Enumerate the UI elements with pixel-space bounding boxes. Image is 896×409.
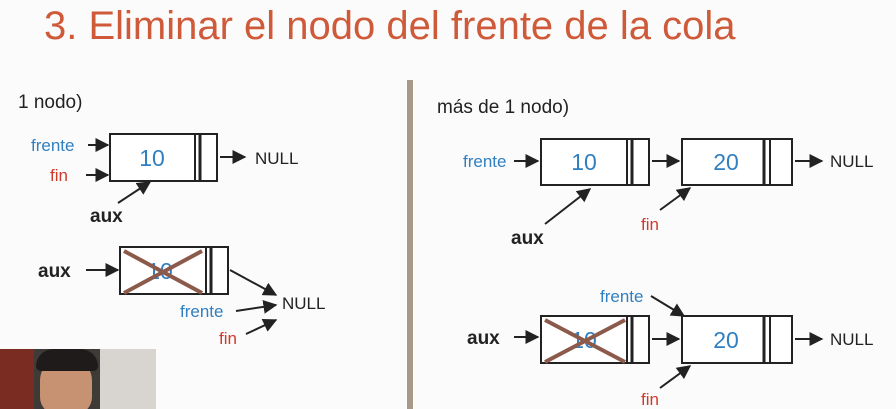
left-after-next-arrow — [229, 269, 278, 296]
left-before-aux-arrow — [117, 181, 152, 204]
left-after-frente-label: frente — [180, 302, 223, 321]
left-before-aux-label: aux — [90, 206, 123, 227]
right-after-node2-value: 20 — [713, 327, 739, 353]
right-before-null: NULL — [830, 152, 873, 171]
left-after-fin-arrow — [245, 318, 278, 335]
right-after-aux-label: aux — [467, 328, 500, 349]
right-before-node2-value: 20 — [713, 149, 739, 175]
right-before-fin-arrow — [659, 187, 692, 211]
left-before-node-next-field — [194, 133, 218, 182]
left-before-frente-label: frente — [31, 136, 74, 155]
left-after-cross-b — [123, 249, 203, 295]
right-before-node1-value: 10 — [571, 149, 597, 175]
right-heading: más de 1 nodo) — [437, 97, 569, 118]
left-before-null: NULL — [255, 149, 298, 168]
left-after-aux-label: aux — [38, 261, 71, 282]
left-after-fin-label: fin — [219, 329, 237, 348]
right-after-null: NULL — [830, 330, 873, 349]
right-before-aux-arrow — [544, 188, 592, 225]
left-after-null: NULL — [282, 294, 325, 313]
left-heading: 1 nodo) — [18, 92, 82, 113]
slide-title: 3. Eliminar el nodo del frente de la col… — [44, 4, 736, 48]
right-after-frente-arrow — [650, 295, 686, 317]
webcam-overlay — [0, 349, 156, 409]
right-after-cross-b — [544, 318, 626, 364]
right-before-frente-label: frente — [463, 152, 506, 171]
right-before-aux-label: aux — [511, 228, 544, 249]
right-after-fin-arrow — [659, 365, 692, 389]
right-before-fin-label: fin — [641, 215, 659, 234]
left-before-fin-label: fin — [50, 166, 68, 185]
panel-divider — [407, 80, 413, 409]
right-after-fin-label: fin — [641, 390, 659, 409]
left-before-node-value: 10 — [139, 145, 165, 171]
left-after-frente-arrow — [235, 299, 278, 314]
right-after-frente-label: frente — [600, 287, 643, 306]
